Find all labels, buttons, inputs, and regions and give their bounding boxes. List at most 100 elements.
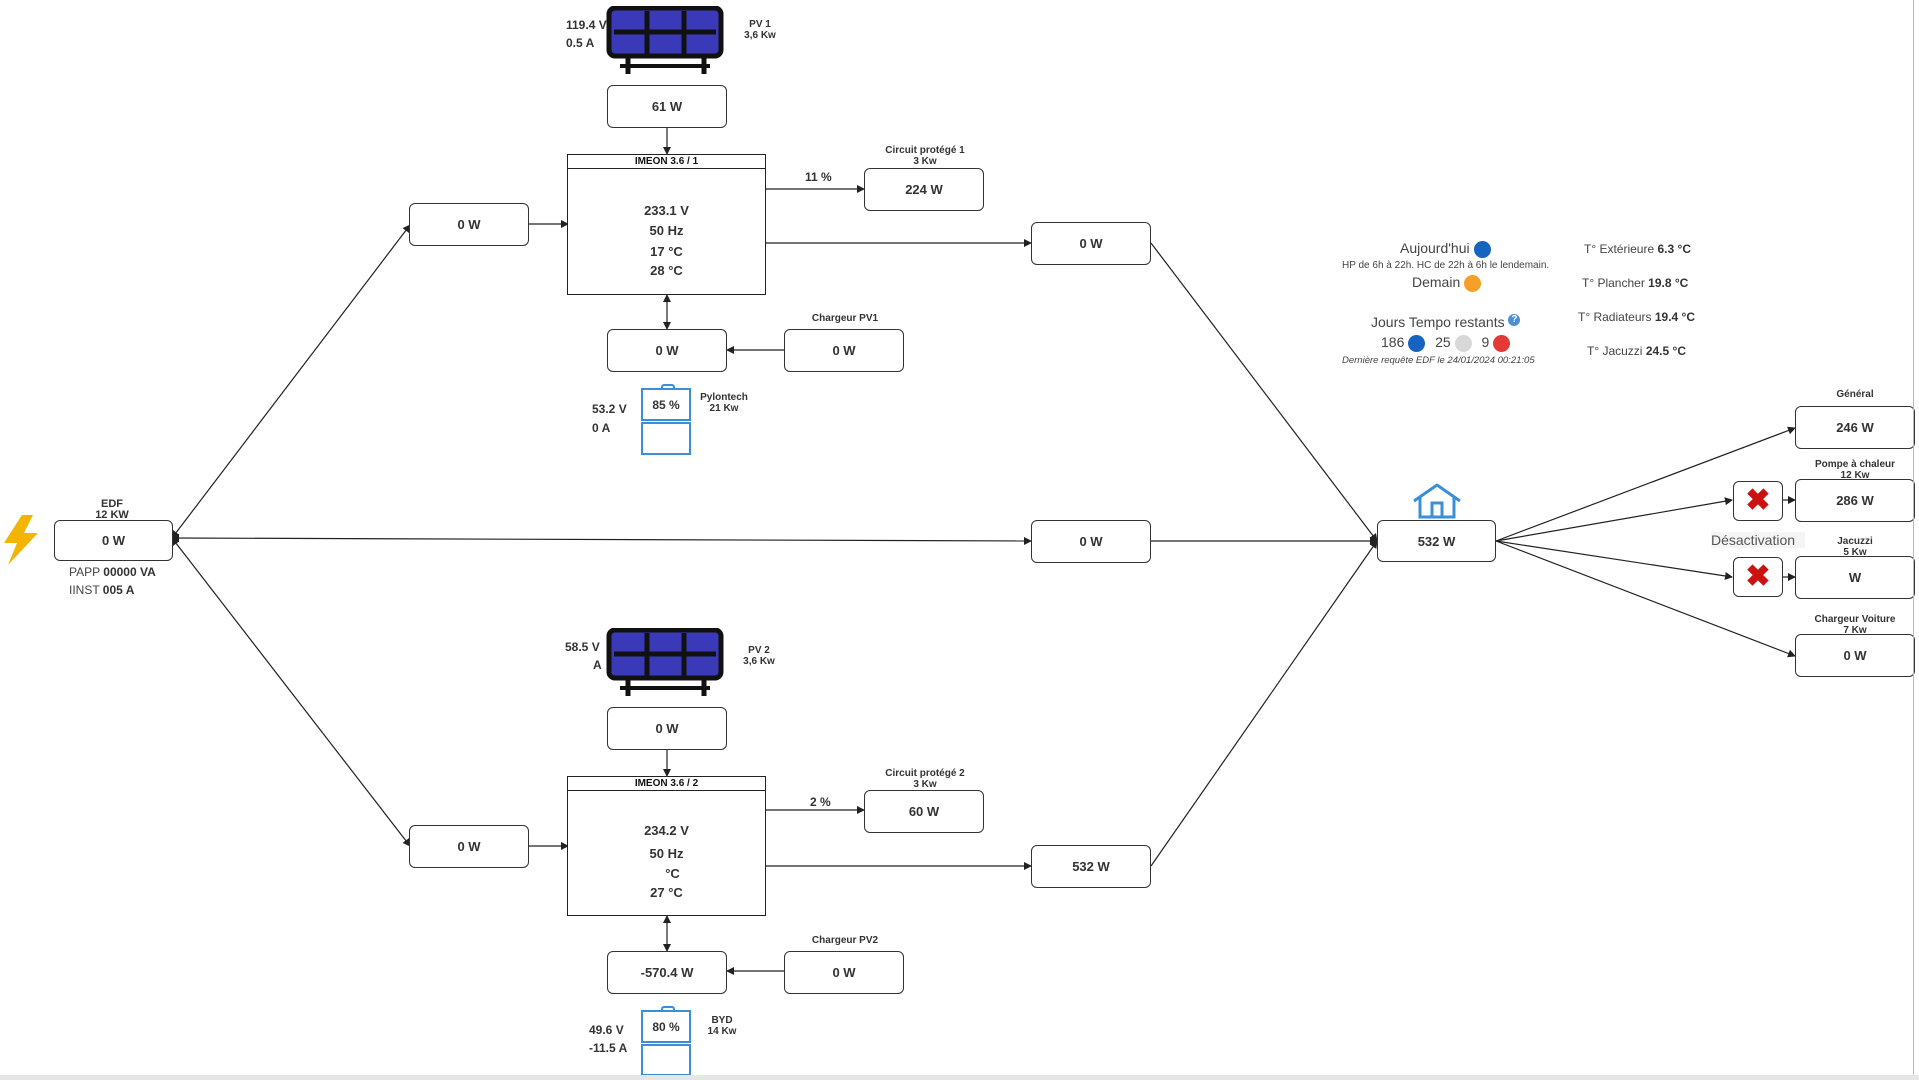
inv1-grid-in: 0 W xyxy=(457,217,481,232)
load-car-label: Chargeur Voiture 7 Kw xyxy=(1795,614,1915,636)
inverter2-frequency: 50 Hz xyxy=(649,846,684,861)
battery1-name: Pylontech xyxy=(700,392,748,403)
charger2-power-box[interactable]: 0 W xyxy=(784,951,904,994)
battery1-capacity: 21 Kw xyxy=(709,403,739,414)
edf-title-text: EDF xyxy=(101,498,123,510)
inv1-out-box[interactable]: 0 W xyxy=(1031,222,1151,265)
inverter2-voltage: 234.2 V xyxy=(644,823,689,838)
inv2-battery-flow: -570.4 W xyxy=(640,965,694,980)
pv1-name: PV 1 xyxy=(749,19,771,30)
grid-direct-power: 0 W xyxy=(1079,534,1103,549)
inverter1-voltage: 233.1 V xyxy=(644,203,689,218)
temp-radiateurs-value: 19.4 °C xyxy=(1654,310,1695,324)
edf-power: 0 W xyxy=(101,533,126,548)
temp-exterieure-value: 6.3 °C xyxy=(1657,242,1691,256)
temp-radiateurs-label: T° Radiateurs xyxy=(1578,310,1652,324)
load-jacuzzi-box[interactable]: W xyxy=(1795,556,1915,599)
temp-jacuzzi-value: 24.5 °C xyxy=(1645,344,1686,358)
house-power-box[interactable]: 532 W xyxy=(1377,520,1496,562)
battery1-current: 0 A xyxy=(592,421,611,435)
edf-to-inv2-line xyxy=(171,537,411,847)
inv2-grid-in-box[interactable]: 0 W xyxy=(409,825,529,868)
battery2-capacity: 14 Kw xyxy=(707,1026,737,1037)
close-icon: ✖ xyxy=(1745,484,1771,517)
charger1-power-box[interactable]: 0 W xyxy=(784,329,904,372)
edf-subtitle: 12 KW xyxy=(95,509,129,521)
charger2-power: 0 W xyxy=(832,965,856,980)
house-power: 532 W xyxy=(1417,533,1456,549)
tempo-hp-hc-note: HP de 6h à 22h. HC de 22h à 6h le lendem… xyxy=(1342,260,1550,271)
battery2-label: BYD 14 Kw xyxy=(700,1015,744,1037)
edf-papp: PAPP 00000 VA xyxy=(69,565,156,579)
battery1-soc: 85 % xyxy=(652,397,680,412)
load-jacuzzi-label: Jacuzzi 5 Kw xyxy=(1795,536,1915,558)
pv2-voltage: 58.5 V xyxy=(565,640,600,654)
tempo-tomorrow: Demain xyxy=(1412,274,1482,292)
inverter2-title: IMEON 3.6 / 2 xyxy=(568,777,765,791)
papp-value: 00000 VA xyxy=(103,565,156,579)
tempo-red-count: 9 xyxy=(1481,334,1490,350)
edf-power-box[interactable]: 0 W xyxy=(54,520,173,561)
load-heatpump-box[interactable]: 286 W xyxy=(1795,479,1915,522)
edf-iinst: IINST 005 A xyxy=(69,583,134,597)
circuit1-percent: 11 % xyxy=(805,170,832,184)
inverter1-box[interactable]: IMEON 3.6 / 1 233.1 V 50 Hz 17 °C 28 °C xyxy=(567,154,766,295)
temp-jacuzzi: T° Jacuzzi 24.5 °C xyxy=(1587,344,1686,358)
jacuzzi-disable-button[interactable]: ✖ xyxy=(1733,557,1783,597)
inverter2-temp2: 27 °C xyxy=(650,885,683,900)
iinst-label: IINST xyxy=(69,583,100,597)
pv2-solar-panel-icon xyxy=(606,627,726,698)
inverter2-box[interactable]: IMEON 3.6 / 2 234.2 V 50 Hz °C 27 °C xyxy=(567,776,766,916)
inverter1-frequency: 50 Hz xyxy=(649,223,684,238)
pv1-power: 61 W xyxy=(651,99,683,114)
pv1-current: 0.5 A xyxy=(566,36,595,50)
tempo-tomorrow-label: Demain xyxy=(1412,274,1461,290)
pv2-power: 0 W xyxy=(655,721,679,736)
pv1-power-box[interactable]: 61 W xyxy=(607,85,727,128)
charger1-title: Chargeur PV1 xyxy=(811,313,879,324)
load-heatpump-power: 286 W xyxy=(1836,493,1874,508)
inv2-out: 532 W xyxy=(1072,859,1110,874)
inv1-out: 0 W xyxy=(1079,236,1103,251)
load-general-box[interactable]: 246 W xyxy=(1795,406,1915,449)
load-car-box[interactable]: 0 W xyxy=(1795,634,1915,677)
help-icon[interactable]: ? xyxy=(1508,314,1521,326)
heatpump-disable-button[interactable]: ✖ xyxy=(1733,481,1783,521)
inverter1-temp2: 28 °C xyxy=(650,263,683,278)
edf-lightning-icon xyxy=(0,515,40,565)
bottom-scrollbar[interactable] xyxy=(0,1075,1919,1080)
pv2-name: PV 2 xyxy=(748,645,770,656)
edf-to-inv1-line xyxy=(171,224,411,539)
temp-plancher-value: 19.8 °C xyxy=(1648,276,1689,290)
inv2-out-box[interactable]: 532 W xyxy=(1031,845,1151,888)
temp-jacuzzi-label: T° Jacuzzi xyxy=(1587,344,1643,358)
tempo-counts: 186 25 9 xyxy=(1381,334,1511,352)
charger2-title: Chargeur PV2 xyxy=(811,935,879,946)
charger1-power: 0 W xyxy=(832,343,856,358)
tempo-remaining: Jours Tempo restants ? xyxy=(1371,314,1521,330)
battery2-current: -11.5 A xyxy=(589,1041,628,1055)
load-car-power: 0 W xyxy=(1843,648,1867,663)
tempo-tomorrow-dot xyxy=(1464,274,1482,292)
battery2-voltage: 49.6 V xyxy=(589,1023,624,1037)
inv2-battery-flow-box[interactable]: -570.4 W xyxy=(607,951,727,994)
tempo-white-count: 25 xyxy=(1435,334,1451,350)
grid-direct-box[interactable]: 0 W xyxy=(1031,520,1151,563)
tempo-blue-count: 186 xyxy=(1381,334,1405,350)
load-heatpump-capacity: 12 Kw xyxy=(1840,470,1870,481)
pv1-label: PV 1 3,6 Kw xyxy=(735,19,785,41)
load-car-capacity: 7 Kw xyxy=(1843,625,1867,636)
tempo-remaining-label: Jours Tempo restants xyxy=(1371,314,1505,330)
inv1-battery-flow-box[interactable]: 0 W xyxy=(607,329,727,372)
pv2-power-box[interactable]: 0 W xyxy=(607,707,727,750)
circuit1-power-box[interactable]: 224 W xyxy=(864,168,984,211)
circuit2-label: Circuit protégé 2 3 Kw xyxy=(865,768,985,790)
edf-to-house-line xyxy=(171,534,1032,545)
inv1-grid-in-box[interactable]: 0 W xyxy=(409,203,529,246)
inverter2-temp1: °C xyxy=(665,866,680,881)
circuit2-power-box[interactable]: 60 W xyxy=(864,790,984,833)
temp-exterieure: T° Extérieure 6.3 °C xyxy=(1584,242,1691,256)
inv2-grid-in: 0 W xyxy=(457,839,481,854)
pv2-current: A xyxy=(593,658,602,672)
circuit1-power: 224 W xyxy=(905,182,943,197)
